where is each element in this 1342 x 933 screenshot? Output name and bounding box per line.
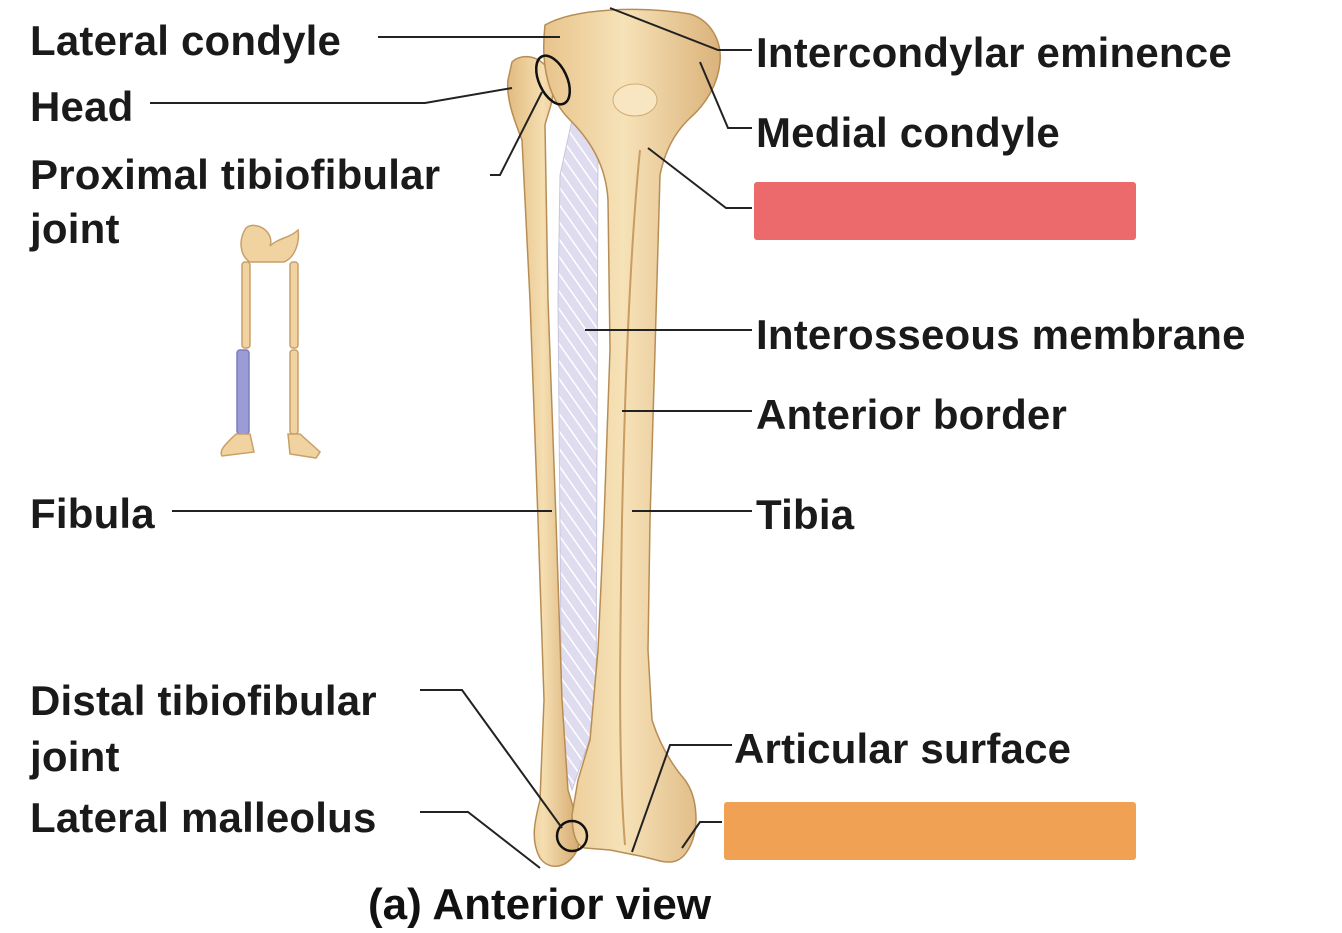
leader-intercondylar-eminence bbox=[609, 7, 752, 51]
leader-articular-surface bbox=[631, 744, 732, 853]
label-proximal-joint-line1: Proximal tibiofibular bbox=[30, 151, 441, 198]
label-distal-joint-line1: Distal tibiofibular bbox=[30, 677, 377, 724]
blank-label-box-red[interactable] bbox=[754, 182, 1136, 240]
label-articular-surface: Articular surface bbox=[734, 725, 1072, 772]
label-intercondylar-eminence: Intercondylar eminence bbox=[756, 29, 1232, 76]
label-distal-joint-line2: joint bbox=[30, 733, 120, 780]
tibial-tuberosity bbox=[612, 83, 658, 117]
label-fibula: Fibula bbox=[30, 490, 155, 537]
label-lateral-malleolus: Lateral malleolus bbox=[30, 794, 377, 841]
interosseous-membrane-shape bbox=[557, 118, 599, 792]
label-medial-condyle: Medial condyle bbox=[756, 109, 1060, 156]
tibia-shape bbox=[542, 8, 721, 863]
leader-distal-joint bbox=[420, 689, 563, 829]
locator-foot-right bbox=[287, 433, 321, 459]
figure-caption: (a) Anterior view bbox=[368, 880, 712, 929]
label-head: Head bbox=[30, 83, 134, 130]
label-anterior-border: Anterior border bbox=[756, 391, 1068, 438]
locator-femur-left bbox=[241, 261, 251, 349]
leader-blank-2 bbox=[681, 821, 722, 849]
locator-skeleton bbox=[220, 224, 321, 459]
label-tibia: Tibia bbox=[756, 491, 855, 538]
label-lateral-condyle: Lateral condyle bbox=[30, 17, 342, 64]
leader-lines bbox=[150, 7, 752, 869]
locator-foot-left bbox=[220, 433, 255, 457]
proximal-joint-circle bbox=[534, 54, 572, 106]
leader-lateral-malleolus bbox=[420, 811, 541, 869]
label-proximal-joint-line2: joint bbox=[30, 205, 120, 252]
blank-label-box-orange[interactable] bbox=[724, 802, 1136, 860]
label-interosseous-membrane: Interosseous membrane bbox=[756, 311, 1246, 358]
leader-head bbox=[150, 87, 513, 104]
locator-pelvis bbox=[240, 224, 300, 263]
locator-femur-right bbox=[289, 261, 299, 349]
distal-joint-circle bbox=[555, 819, 589, 853]
leader-medial-condyle bbox=[699, 61, 752, 129]
locator-tibia-right bbox=[289, 349, 299, 435]
leader-proximal-joint bbox=[490, 91, 543, 176]
leader-blank-1 bbox=[647, 147, 752, 209]
anterior-border-ridge bbox=[619, 149, 641, 846]
locator-tibia-highlight bbox=[236, 349, 250, 435]
